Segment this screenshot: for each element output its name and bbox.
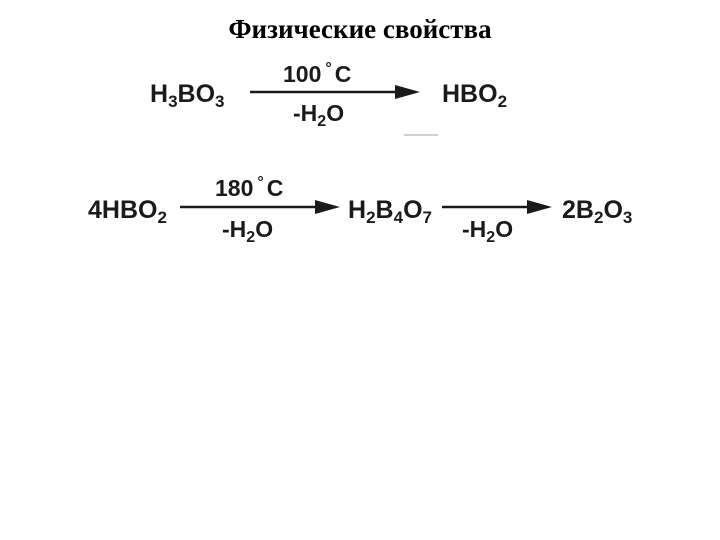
- reaction1-water-loss: -H2O: [293, 100, 345, 130]
- reaction2-temperature: 180°C: [215, 174, 284, 201]
- reaction1-temperature: 100°C: [283, 60, 352, 87]
- reaction2-water-loss-2: -H2O: [462, 216, 514, 246]
- reaction2-intermediate: H2B4O7: [348, 196, 432, 227]
- reaction2-arrow-1: [180, 200, 340, 214]
- reaction1-arrow: [250, 85, 420, 99]
- reaction2-arrow-2: [442, 200, 552, 214]
- reaction2-water-loss-1: -H2O: [222, 216, 274, 246]
- reaction2-reactant: 4HBO2: [88, 196, 167, 227]
- reaction1-reactant: H3BO3: [150, 80, 225, 111]
- reaction2-product: 2B2O3: [562, 196, 633, 227]
- page-title: Физические свойства: [228, 14, 492, 44]
- reaction1-product: HBO2: [442, 80, 508, 111]
- scan-artifact: [404, 134, 438, 136]
